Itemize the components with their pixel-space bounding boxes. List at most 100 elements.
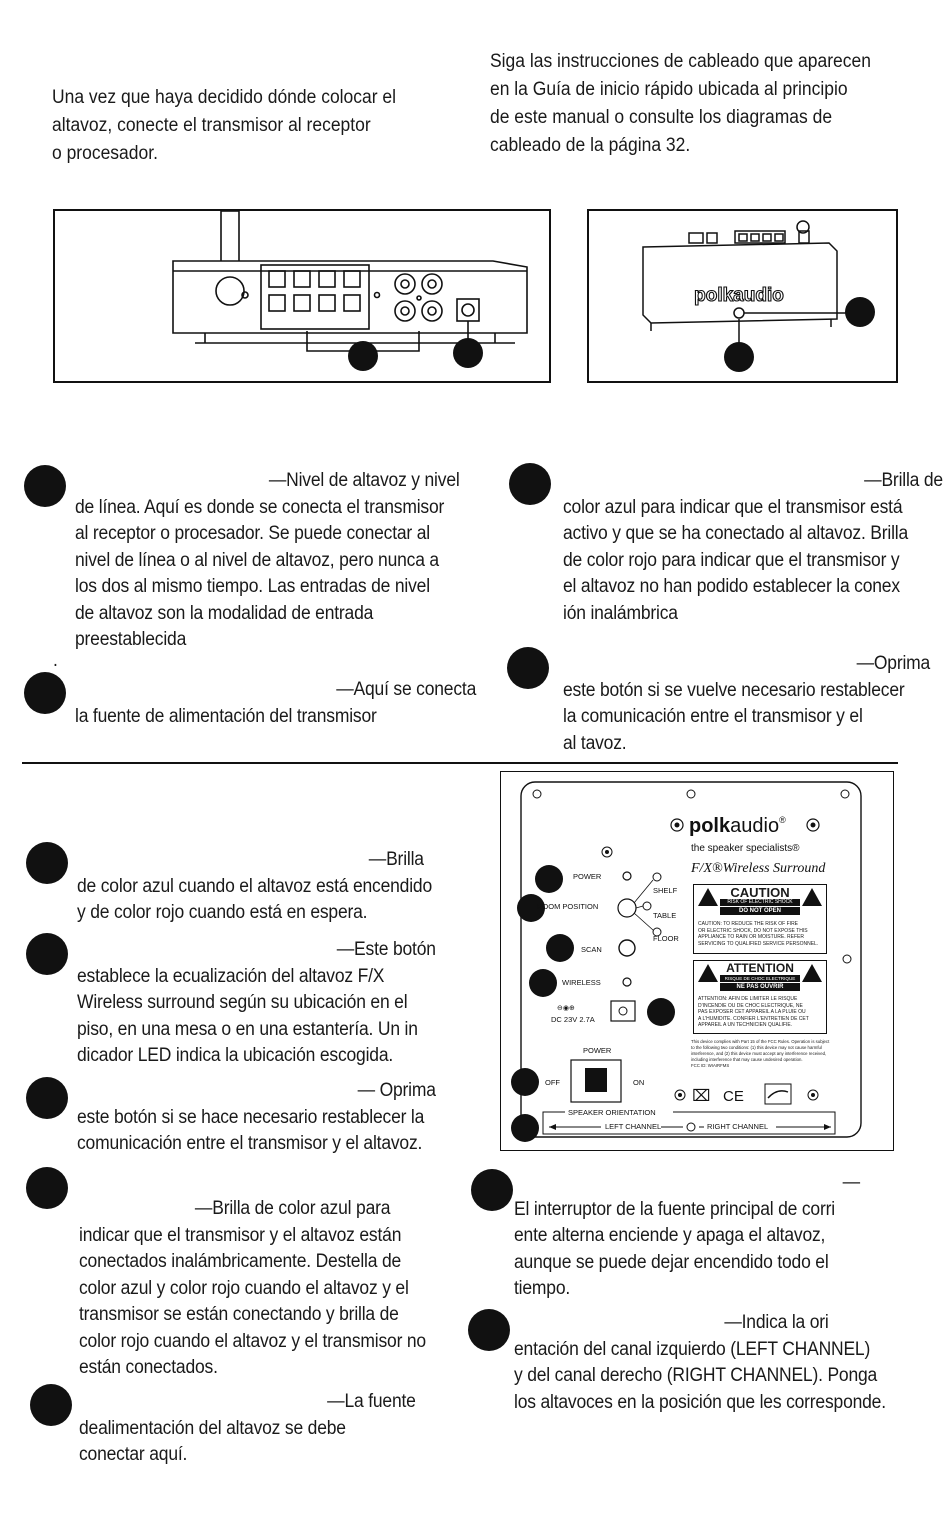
text-line: de altavoz son la modalidad de entrada: [75, 602, 374, 624]
attention-line: D'INCENDIE OU DE CHOC ELECTRIQUE, NE: [698, 1002, 803, 1009]
attention-line: APPAREIL A UN TECHNICIEN QUALIFIE.: [698, 1022, 793, 1028]
text-line: —Brilla: [368, 849, 424, 870]
caution-line: OR ELECTRIC SHOCK, DO NOT EXPOSE THIS: [698, 927, 808, 934]
attention-line: ATTENTION: AFIN DE LIMITER LE RISQUE: [698, 996, 798, 1002]
brand-light: audio: [730, 815, 779, 837]
attention-text: ATTENTION: AFIN DE LIMITER LE RISQUE D'I…: [698, 996, 809, 1029]
label-left-channel: LEFT CHANNEL: [605, 1122, 661, 1131]
caution-sub1: RISK OF ELECTRIC SHOCK: [720, 899, 800, 906]
label-floor: FLOOR: [653, 934, 679, 943]
callout-dot-inputs: [24, 465, 66, 507]
text-line: dealimentación del altavoz se debe: [79, 1417, 346, 1439]
label-room-position: ROOM POSITION: [537, 902, 598, 911]
text-line: —Oprima: [856, 653, 931, 674]
callout-dot-power-led: [26, 842, 68, 884]
text-line: ente alterna enciende y apaga el altavoz…: [514, 1225, 826, 1246]
caution-label: CAUTION RISK OF ELECTRIC SHOCK DO NOT OP…: [693, 884, 827, 954]
attention-sub2: NE PAS OUVRIR: [720, 983, 800, 991]
text-line: Wireless surround según su ubicación en …: [77, 992, 408, 1013]
text-line: tiempo.: [514, 1278, 571, 1299]
text-line: de línea. Aquí es donde se conecta el tr…: [75, 496, 445, 518]
panel-product: F/X®Wireless Surround: [690, 861, 826, 876]
callout-dot-switch: [471, 1169, 513, 1211]
item-power-led: —Brilla de color azul cuando el altavoz …: [77, 847, 444, 927]
label-switch-power: POWER: [583, 1046, 612, 1055]
text-line: y del canal derecho (RIGHT CHANNEL). Pon…: [514, 1365, 878, 1386]
label-wireless: WIRELESS: [562, 978, 601, 987]
label-right-channel: RIGHT CHANNEL: [707, 1122, 768, 1131]
text-line: conectar aquí.: [79, 1444, 188, 1465]
fcc-line: FCC ID: WIAIRFMS: [691, 1063, 730, 1068]
attention-line: A L'HUMIDITE. CONFIER L'ENTRETIEN DE CET: [698, 1015, 809, 1022]
fcc-line: including interference that may cause un…: [691, 1057, 803, 1062]
text-line: establece la ecualización del altavoz F/…: [77, 965, 385, 987]
callout-dot-button: [507, 647, 549, 689]
transmitter-front-illustration: polkaudio: [587, 209, 898, 383]
brand-registered: ®: [779, 815, 786, 825]
text-line: ión inalámbrica: [563, 602, 678, 624]
caution-sub2: DO NOT OPEN: [720, 907, 800, 915]
item-scan: — Oprima este botón si se hace necesario…: [77, 1078, 436, 1158]
attention-line: PAS EXPOSER CET APPAREIL A LA PLUIE OU: [698, 1009, 806, 1015]
caution-text: CAUTION: TO REDUCE THE RISK OF FIRE OR E…: [698, 921, 818, 947]
lightning-warning-icon: [698, 964, 718, 982]
text-line: preestablecida: [75, 629, 187, 650]
item-wireless: —Brilla de color azul para indicar que e…: [79, 1196, 446, 1382]
intro-right: Siga las instrucciones de cableado que a…: [490, 48, 871, 160]
label-dc: DC 23V 2.7A: [551, 1015, 595, 1024]
brand-bold: polk: [689, 815, 731, 837]
exclamation-warning-icon: [802, 964, 822, 982]
label-shelf: SHELF: [653, 886, 678, 895]
ce-mark: CE: [723, 1088, 744, 1105]
dc-polarity-icon: ⊖◉⊕: [557, 1004, 575, 1012]
stray-period: .: [53, 650, 58, 671]
text-line: piso, en una mesa o en una estantería. U…: [77, 1018, 418, 1040]
attention-sub1: RISQUE DE CHOC ELECTRIQUE: [720, 975, 800, 982]
fcc-line: interference, and (2) this device must a…: [691, 1051, 827, 1056]
label-on: ON: [633, 1078, 644, 1087]
text-line: la fuente de alimentación del transmisor: [75, 705, 377, 727]
item-room-position: —Este botón establece la ecualización de…: [77, 937, 436, 1070]
text-line: —La fuente: [327, 1391, 416, 1412]
text-line: cableado de la página 32.: [490, 135, 691, 156]
text-line: dicador LED indica la ubicación escogida…: [77, 1045, 394, 1066]
text-line: o procesador.: [52, 143, 158, 164]
fcc-line: to the following two conditions: (1) thi…: [691, 1045, 822, 1050]
text-line: indicar que el transmisor y el altavoz e…: [79, 1224, 402, 1246]
text-line: y de color rojo cuando está en espera.: [77, 902, 368, 923]
text-line: de color azul cuando el altavoz está enc…: [77, 875, 432, 897]
text-line: de este manual o consulte los diagramas …: [490, 107, 833, 128]
text-line: altavoz, conecte el transmisor al recept…: [52, 115, 371, 136]
callout-dot: [348, 341, 378, 371]
item-switch: — El interruptor de la fuente principal …: [514, 1170, 860, 1303]
text-line: El interruptor de la fuente principal de…: [514, 1198, 835, 1220]
caution-line: APPLIANCE TO RAIN OR MOISTURE. REFER: [698, 934, 804, 940]
text-line: activo y que se ha conectado al altavoz.…: [563, 523, 909, 544]
text-line: aunque se puede dejar encendido todo el: [514, 1251, 829, 1273]
text-line: entación del canal izquierdo (LEFT CHANN…: [514, 1338, 871, 1360]
label-table: TABLE: [653, 911, 676, 920]
transmitter-rear-illustration: [53, 209, 551, 383]
callout-dot-orientation: [468, 1309, 510, 1351]
text-line: nivel de línea o al nivel de altavoz, pe…: [75, 549, 439, 571]
text-line: —Nivel de altavoz y nivel: [268, 470, 460, 491]
callout-dot: [453, 338, 483, 368]
text-line: Siga las instrucciones de cableado que a…: [490, 51, 871, 72]
attention-title: ATTENTION: [726, 961, 794, 975]
text-line: —Brilla de: [864, 470, 943, 491]
text-line: al tavoz.: [563, 732, 627, 754]
text-line: transmisor se están conectando y brilla …: [79, 1304, 399, 1325]
text-line: Una vez que haya decidido dónde colocar …: [52, 87, 397, 108]
callout-dot-wireless: [26, 1167, 68, 1209]
label-orientation: SPEAKER ORIENTATION: [568, 1108, 656, 1117]
label-power: POWER: [573, 872, 602, 881]
weee-bin-icon: ⌧: [692, 1086, 710, 1105]
text-line: los altavoces en la posición que les cor…: [514, 1391, 886, 1413]
intro-left: Una vez que haya decidido dónde colocar …: [52, 84, 396, 168]
panel-tagline: the speaker specialists®: [691, 843, 800, 854]
text-line: — Oprima: [357, 1080, 436, 1101]
caution-title: CAUTION: [730, 885, 790, 900]
text-line: comunicación entre el transmisor y el al…: [77, 1133, 423, 1154]
text-line: el altavoz no han podido establecer la c…: [563, 576, 900, 597]
text-line: de color rojo para indicar que el transm…: [563, 549, 900, 571]
